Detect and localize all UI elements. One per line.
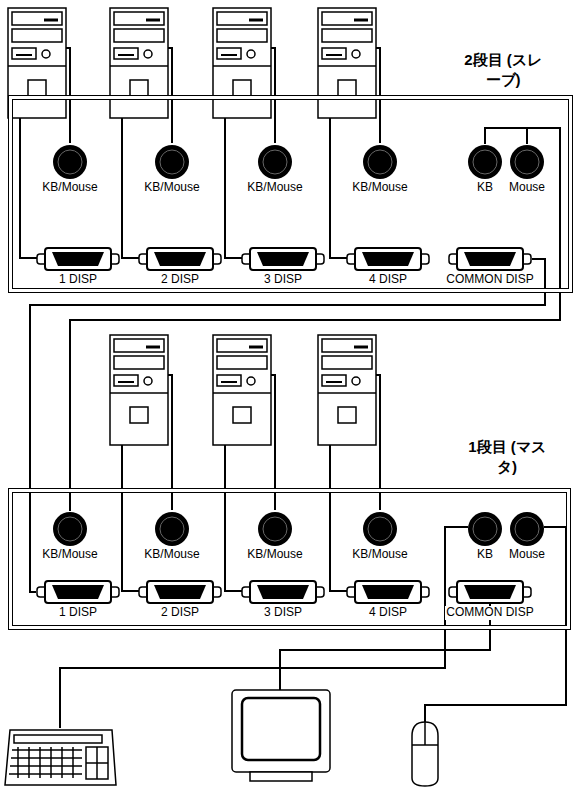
display-port: COMMON DISP [443,246,537,287]
display-port: COMMON DISP [443,579,537,620]
computer-tower [318,8,376,118]
kvm-switch-box: 1段目 (マスタ)KB/MouseKB/MouseKB/MouseKB/Mous… [8,488,571,630]
round-port [257,144,293,180]
display-port: 3 DISP [239,246,327,287]
round-port [362,144,398,180]
dsub-port [138,579,222,605]
stage-heading: 1段目 (マスタ) [461,437,553,476]
port-label: KB/Mouse [143,181,200,195]
dsub-port [346,579,430,605]
display-port: 2 DISP [136,246,224,287]
round-port [52,144,88,180]
port-label: 1 DISP [58,273,98,287]
round-port [52,511,88,547]
cascade-cable [30,259,545,592]
display-port: 4 DISP [344,246,432,287]
display-port: 2 DISP [136,579,224,620]
port-label: 3 DISP [263,606,303,620]
port-label: COMMON DISP [445,273,534,287]
round-port [362,511,398,547]
port-label: 4 DISP [368,273,408,287]
round-port [467,511,503,547]
round-port [509,144,545,180]
display-cable [122,118,142,258]
dsub-port [346,246,430,272]
monitor [232,690,330,781]
port-label: KB/Mouse [41,548,98,562]
ps2-port: KB/Mouse [141,511,203,562]
round-port [467,144,503,180]
port-label: KB/Mouse [246,181,303,195]
port-label: Mouse [508,548,546,562]
ps2-port: KB/Mouse [349,144,411,195]
dsub-port [241,579,325,605]
port-label: KB/Mouse [143,548,200,562]
display-cable [225,118,245,258]
ps2-port: KB/Mouse [244,144,306,195]
computer-tower [213,335,271,445]
display-port: 4 DISP [344,579,432,620]
round-port [509,511,545,547]
ps2-port: KB/Mouse [244,511,306,562]
port-label: KB [476,181,494,195]
computer-tower [318,335,376,445]
ps2-port: KB [465,144,505,195]
display-port: 3 DISP [239,579,327,620]
ps2-port: Mouse [506,511,549,562]
round-port [257,511,293,547]
display-cable [225,445,245,591]
display-port: 1 DISP [34,579,122,620]
display-cable [20,118,40,258]
dsub-port [36,246,120,272]
cascade-cable [70,128,560,511]
dsub-port [138,246,222,272]
port-label: 1 DISP [58,606,98,620]
ps2-port: KB [465,511,505,562]
mouse-cable [425,527,566,722]
port-label: 2 DISP [160,606,200,620]
dsub-port [448,579,532,605]
port-label: KB [476,548,494,562]
port-label: KB/Mouse [246,548,303,562]
computer-tower [213,8,271,118]
computer-tower [110,335,168,445]
port-label: KB/Mouse [351,548,408,562]
ps2-port: KB/Mouse [349,511,411,562]
mouse [412,722,438,786]
keyboard [5,730,116,785]
ps2-port: KB/Mouse [39,144,101,195]
port-label: COMMON DISP [445,606,534,620]
display-cable [122,445,142,591]
ps2-port: KB/Mouse [141,144,203,195]
port-label: 2 DISP [160,273,200,287]
cascade-cable [70,128,560,511]
ps2-port: Mouse [506,144,549,195]
computer-tower [110,8,168,118]
display-cable [330,445,350,591]
display-cable [330,118,350,258]
kvm-switch-box: 2段目 (スレーブ)KB/MouseKB/MouseKB/MouseKB/Mou… [8,95,573,293]
round-port [154,144,190,180]
port-label: 3 DISP [263,273,303,287]
port-label: KB/Mouse [351,181,408,195]
stage-heading: 2段目 (スレーブ) [457,50,549,89]
port-label: 4 DISP [368,606,408,620]
display-port: 1 DISP [34,246,122,287]
computer-tower [8,8,66,118]
port-label: KB/Mouse [41,181,98,195]
port-label: Mouse [508,181,546,195]
ps2-port: KB/Mouse [39,511,101,562]
dsub-port [448,246,532,272]
dsub-port [36,579,120,605]
round-port [154,511,190,547]
dsub-port [241,246,325,272]
